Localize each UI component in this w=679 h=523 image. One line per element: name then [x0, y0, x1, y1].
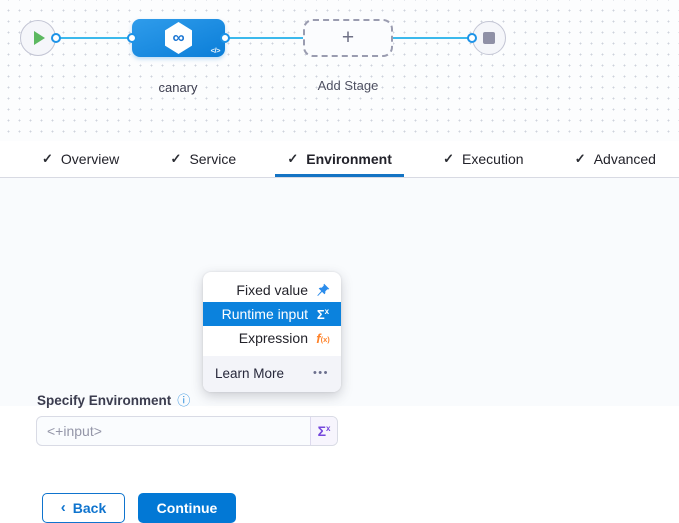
- menu-item-label: Expression: [238, 330, 308, 346]
- tab-label: Execution: [462, 151, 524, 167]
- pipeline-edge: [56, 37, 132, 39]
- check-icon: ✓: [574, 151, 586, 166]
- add-stage-label: Add Stage: [317, 78, 379, 93]
- pipeline-edge: [225, 37, 303, 39]
- menu-item-label: Runtime input: [221, 306, 308, 322]
- check-icon: ✓: [170, 151, 182, 166]
- input-type-menu-footer: Learn More •••: [203, 356, 341, 392]
- tab-service[interactable]: ✓ Service: [159, 141, 249, 177]
- tab-overview[interactable]: ✓ Overview: [30, 141, 131, 177]
- connector-port: [127, 33, 137, 43]
- specify-environment-label: Specify Environment: [37, 393, 172, 408]
- chevron-left-icon: ‹: [60, 499, 66, 516]
- learn-more-link[interactable]: Learn More: [215, 366, 285, 381]
- add-stage-button[interactable]: +: [303, 19, 393, 57]
- menu-item-label: Fixed value: [236, 282, 308, 298]
- menu-item-fixed-value[interactable]: Fixed value: [203, 278, 341, 302]
- back-button[interactable]: ‹ Back: [42, 493, 125, 523]
- play-icon: [34, 31, 45, 45]
- tab-label: Service: [189, 151, 237, 167]
- stage-node-canary[interactable]: ∞ </>: [132, 19, 225, 57]
- specify-environment-row: Specify Environment ⓘ: [37, 393, 190, 408]
- fx-icon: f(x): [316, 330, 330, 346]
- code-icon: </>: [210, 46, 221, 55]
- tab-label: Overview: [60, 151, 120, 167]
- tab-environment[interactable]: ✓ Environment: [275, 141, 403, 177]
- connector-port: [220, 33, 230, 43]
- continue-button-label: Continue: [156, 500, 218, 516]
- pipeline-canvas: ∞ </> + canary Add Stage: [0, 0, 679, 141]
- tab-advanced[interactable]: ✓ Advanced: [563, 141, 668, 177]
- check-icon: ✓: [443, 151, 455, 166]
- connector-port: [467, 33, 477, 43]
- environment-input-group: Σx: [36, 416, 338, 446]
- stage-name-label: canary: [158, 80, 198, 95]
- back-button-label: Back: [72, 500, 107, 516]
- stage-tabs: ✓ Overview ✓ Service ✓ Environment ✓ Exe…: [0, 141, 679, 178]
- tab-label: Environment: [306, 151, 392, 167]
- pipeline-edge: [393, 37, 472, 39]
- pipeline-start-node: [20, 20, 56, 56]
- infinity-icon: ∞: [172, 27, 185, 47]
- sigma-icon: Σ: [317, 423, 326, 439]
- check-icon: ✓: [287, 151, 299, 166]
- stop-icon: [483, 32, 495, 44]
- check-icon: ✓: [42, 151, 53, 166]
- tab-execution[interactable]: ✓ Execution: [431, 141, 535, 177]
- deploy-hexagon-icon: ∞: [165, 22, 192, 54]
- environment-input[interactable]: [37, 417, 310, 445]
- menu-item-expression[interactable]: Expression f(x): [203, 326, 341, 350]
- continue-button[interactable]: Continue: [138, 493, 236, 523]
- plus-icon: +: [341, 25, 355, 49]
- connector-port: [51, 33, 61, 43]
- pipeline-end-node: [472, 21, 506, 55]
- tab-label: Advanced: [593, 151, 656, 167]
- info-icon[interactable]: ⓘ: [177, 393, 191, 408]
- more-options-icon[interactable]: •••: [312, 367, 329, 379]
- pin-icon: [315, 283, 331, 297]
